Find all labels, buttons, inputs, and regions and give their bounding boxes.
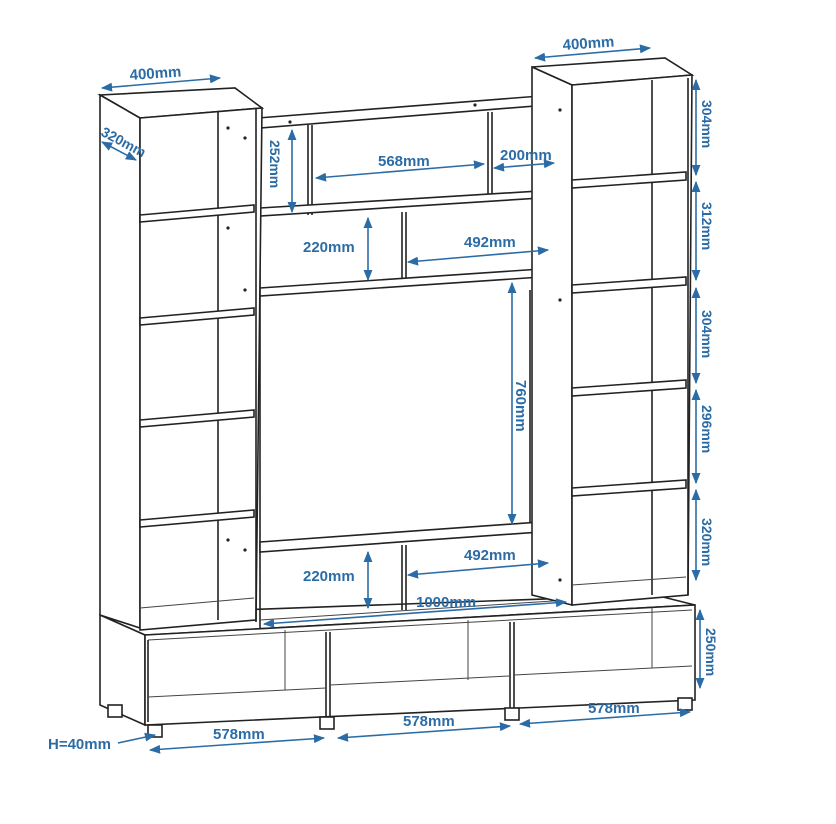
base-width-label-2: 578mm bbox=[403, 713, 455, 730]
top-small-width-label: 200mm bbox=[500, 147, 552, 164]
upper-width-label: 492mm bbox=[464, 234, 516, 251]
lower-height-label: 220mm bbox=[303, 568, 355, 585]
base-width-label-3: 578mm bbox=[588, 700, 640, 717]
right-height-label-3: 304mm bbox=[699, 310, 715, 358]
right-height-label-5: 320mm bbox=[699, 518, 715, 566]
upper-height-label: 220mm bbox=[303, 239, 355, 256]
left-tower-width-label: 400mm bbox=[129, 63, 182, 84]
base-width-label-1: 578mm bbox=[213, 726, 265, 743]
right-tower-width-label: 400mm bbox=[562, 33, 615, 54]
right-tower bbox=[531, 57, 695, 607]
base-height-label: 250mm bbox=[703, 628, 719, 676]
foot-height-label: H=40mm bbox=[48, 736, 111, 753]
middle-section bbox=[257, 95, 569, 628]
right-height-label-2: 312mm bbox=[699, 202, 715, 250]
right-height-label-1: 304mm bbox=[699, 100, 715, 148]
tv-height-label: 760mm bbox=[512, 380, 529, 432]
total-width-label: 1000mm bbox=[416, 594, 476, 611]
top-width-label: 568mm bbox=[378, 153, 430, 170]
right-height-label-4: 296mm bbox=[699, 405, 715, 453]
lower-width-label: 492mm bbox=[464, 547, 516, 564]
left-tower bbox=[97, 87, 265, 631]
dimension-lines bbox=[100, 44, 705, 754]
dimension-labels: 400mm 320mm 400mm 304mm 312mm 304mm 296m… bbox=[48, 33, 719, 753]
top-height-label: 252mm bbox=[267, 140, 283, 188]
left-shelves bbox=[139, 204, 255, 609]
right-shelves bbox=[571, 171, 687, 586]
